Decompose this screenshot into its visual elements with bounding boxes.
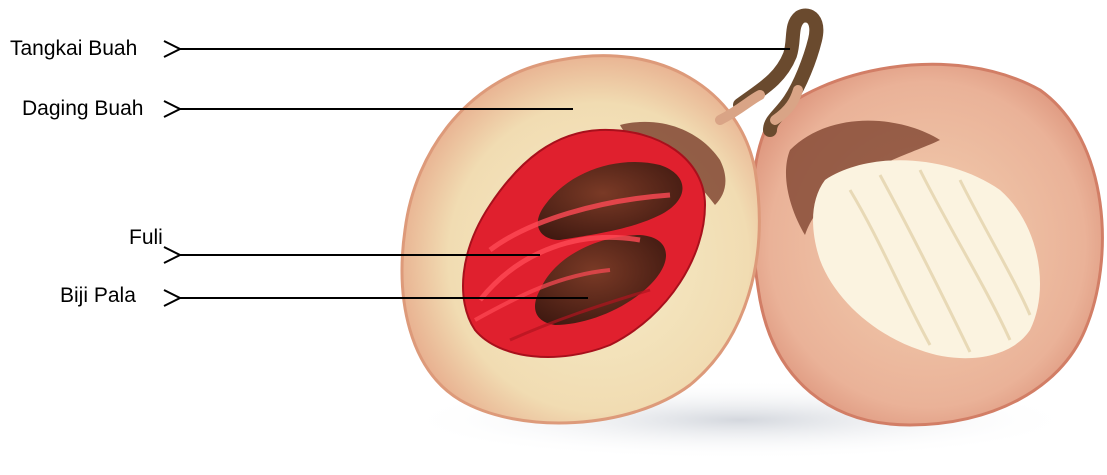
- right-fruit-half: [752, 64, 1102, 425]
- stalk-label: Tangkai Buah: [10, 38, 137, 59]
- flesh-label: Daging Buah: [22, 98, 143, 119]
- mace-label: Fuli: [129, 227, 163, 248]
- seed-label: Biji Pala: [60, 285, 136, 306]
- left-fruit-half: [402, 56, 759, 423]
